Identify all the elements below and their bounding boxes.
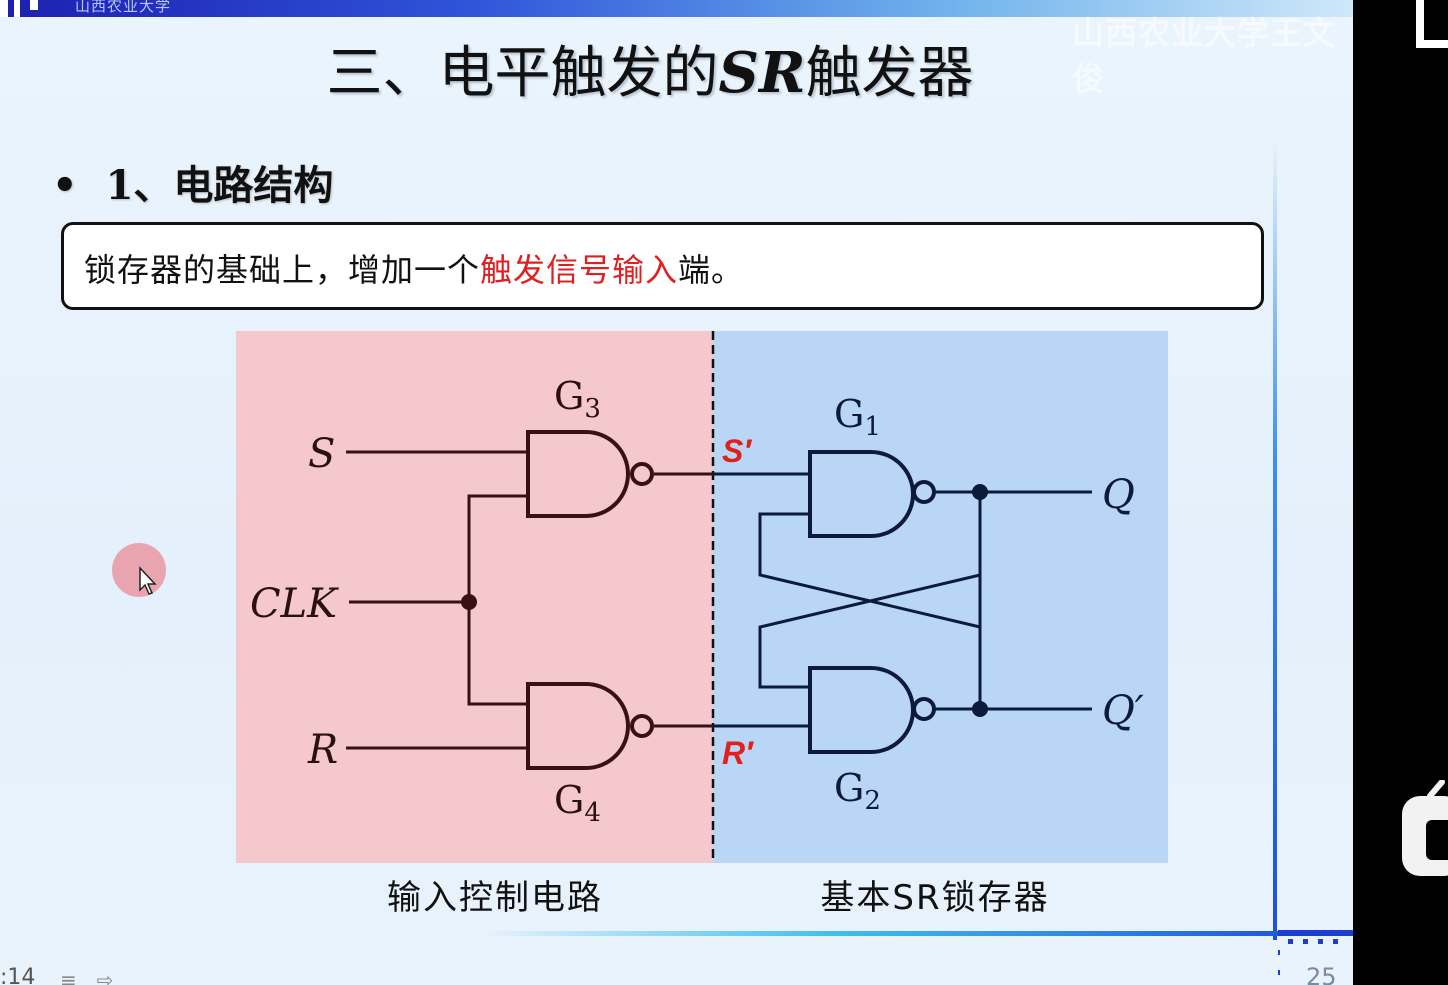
decorative-vertical-line [1273, 140, 1277, 940]
title-prefix: 三、电平触发的 [326, 41, 719, 106]
nand-gate-g4 [526, 682, 654, 770]
top-banner: 山西农业大学 [0, 0, 1353, 17]
gate-g2-label: G2 [834, 766, 881, 816]
caption-sr-latch: 基本SR锁存器 [820, 878, 1050, 918]
footer-nav-icons[interactable]: ≡⇨ [60, 968, 134, 985]
r-prime-label: R′ [722, 735, 754, 771]
latch-wires [713, 472, 1092, 728]
output-q-prime-label: Q′ [1102, 688, 1144, 734]
slide: 山西农业大学 山西农业大学王文俊 三、电平触发的SR触发器 •1、电路结构 锁存… [0, 0, 1353, 985]
arrow-icon[interactable]: ⇨ [96, 968, 134, 985]
sr-flip-flop-diagram: S CLK R Q Q′ S′ R′ G3 G4 G1 G2 [236, 331, 1168, 863]
tv-logo-icon [1402, 780, 1448, 876]
corner-decoration [1278, 930, 1353, 975]
decorative-horizontal-line [480, 931, 1353, 936]
gate-g4-label: G4 [554, 778, 601, 828]
banner-decoration [0, 0, 60, 17]
mouse-pointer-icon [139, 566, 157, 595]
nand-gate-g2 [808, 666, 936, 754]
input-s-label: S [308, 431, 335, 477]
input-clk-label: CLK [250, 581, 339, 627]
note-text-after: 端。 [678, 251, 745, 289]
watermark: 山西农业大学王文俊 [1072, 14, 1337, 98]
note-text-before: 锁存器的基础上，增加一个 [84, 251, 481, 289]
gate-g3-label: G3 [554, 374, 601, 424]
note-text-highlight: 触发信号输入 [480, 251, 679, 289]
section-heading: • 1、电路结构 [52, 153, 333, 211]
menu-icon[interactable]: ≡ [60, 968, 97, 985]
note-text: 锁存器的基础上，增加一个触发信号输入端。 [84, 245, 744, 291]
nand-gate-g1 [808, 450, 936, 538]
clk-junction [461, 594, 477, 610]
title-sr: SR [718, 40, 806, 106]
input-r-label: R [307, 727, 338, 773]
title-suffix: 触发器 [805, 41, 974, 106]
sr-latch-panel [713, 331, 1168, 863]
s-prime-label: S′ [722, 433, 752, 469]
bullet-dot: • [52, 162, 78, 209]
output-q-label: Q [1102, 472, 1135, 518]
section-heading-text: 1、电路结构 [105, 162, 334, 209]
note-box: 锁存器的基础上，增加一个触发信号输入端。 [61, 222, 1264, 310]
slide-title: 三、电平触发的SR触发器 [0, 28, 1300, 109]
cursor-highlight [112, 543, 166, 597]
gate-g1-label: G1 [834, 392, 881, 442]
q-junction [972, 484, 988, 500]
bilibili-logo-icon [1416, 0, 1448, 48]
page-number: 25 [1306, 963, 1337, 985]
q-prime-junction [972, 701, 988, 717]
nand-gate-g3 [526, 430, 654, 518]
caption-input-control: 输入控制电路 [387, 878, 603, 918]
footer-time-fragment: :14 [0, 965, 36, 985]
school-name-mini: 山西农业大学 [75, 0, 172, 15]
